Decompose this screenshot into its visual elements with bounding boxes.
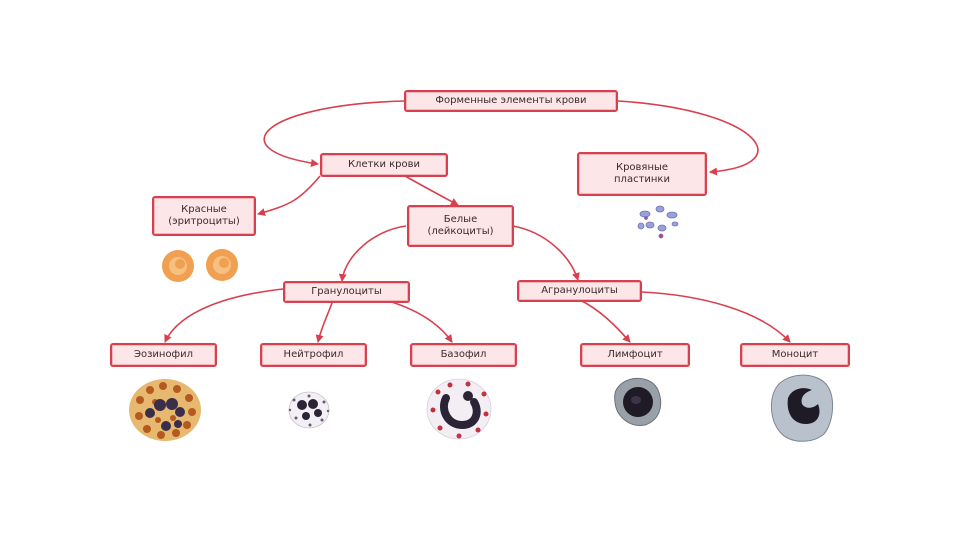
arrow-granulocytes-to-neutrophil [315, 299, 334, 343]
node-granulocytes: Гранулоциты [283, 281, 410, 303]
node-platelets: Кровяные пластинки [577, 152, 707, 196]
arrow-granulocytes-to-eosinophil [164, 288, 284, 343]
neutrophil-cell [288, 391, 330, 429]
node-agranulocytes: Агранулоциты [517, 280, 642, 302]
basophil-cell [426, 378, 492, 440]
arrow-agranulocytes-to-monocyte [641, 291, 791, 343]
arrow-cells-to-white [404, 175, 459, 206]
erythrocyte-cell [206, 249, 238, 281]
eosinophil-cell [129, 379, 201, 441]
node-monocyte: Моноцит [740, 343, 850, 367]
arrow-white-to-granulocytes [338, 225, 407, 282]
node-lymphocyte: Лимфоцит [580, 343, 690, 367]
node-basophil: Базофил [410, 343, 517, 367]
arrow-cells-to-red [257, 175, 321, 216]
arrow-white-to-agranulocytes [512, 225, 580, 281]
arrow-root-to-platelets [617, 100, 759, 176]
node-eosinophil: Эозинофил [110, 343, 217, 367]
node-red-cells: Красные (эритроциты) [152, 196, 256, 236]
lymphocyte-cell [614, 377, 662, 426]
arrow-granulocytes-to-basophil [384, 299, 453, 343]
platelet-cells [637, 205, 679, 239]
node-blood-cells: Клетки крови [320, 153, 448, 177]
node-blood-formed-elements: Форменные элементы крови [404, 90, 618, 112]
arrow-root-to-cells [263, 100, 405, 167]
arrow-agranulocytes-to-lymphocyte [579, 299, 631, 343]
node-neutrophil: Нейтрофил [260, 343, 367, 367]
erythrocyte-cells [162, 249, 238, 282]
erythrocyte-cell [162, 250, 194, 282]
node-white-cells: Белые (лейкоциты) [407, 205, 514, 247]
monocyte-cell [771, 374, 833, 442]
